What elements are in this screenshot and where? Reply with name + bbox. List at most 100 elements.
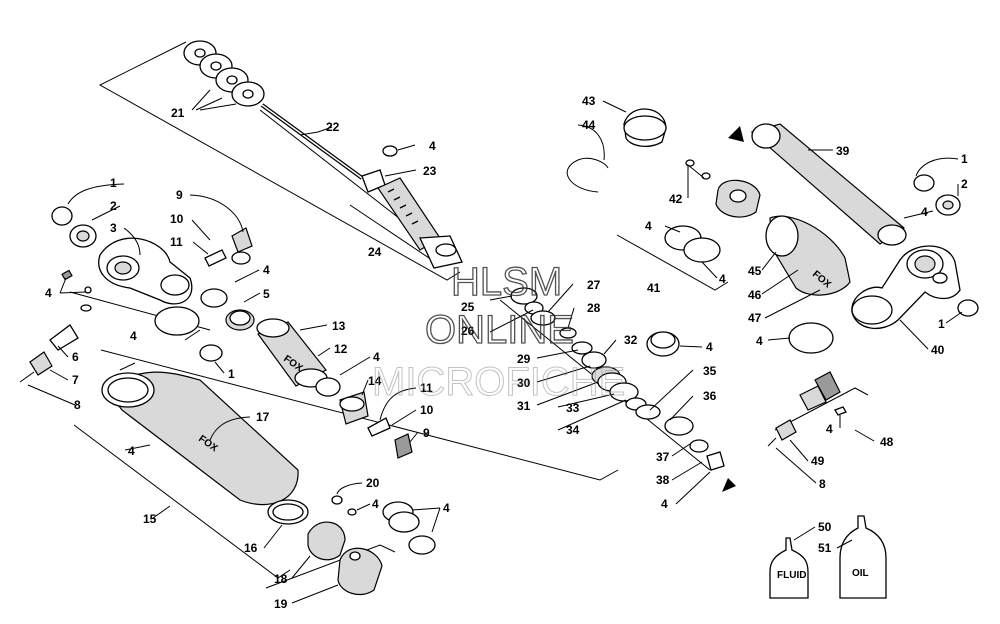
callout-5: 5: [263, 287, 270, 301]
callout-18: 18: [274, 572, 288, 586]
callout-23: 23: [423, 164, 437, 178]
callout-50: 50: [818, 520, 832, 534]
callout-20: 20: [366, 476, 380, 490]
callout-4: 4: [645, 219, 652, 233]
callout-12: 12: [334, 342, 348, 356]
part-39-tube: [750, 123, 907, 246]
callout-11: 11: [170, 235, 183, 249]
fluid-bottle-label: FLUID: [777, 570, 806, 581]
callout-7: 7: [72, 373, 79, 387]
callout-28: 28: [587, 301, 601, 315]
parts-9-10-11-valve: [204, 227, 253, 267]
callout-1: 1: [228, 367, 235, 381]
part-20-screw: [331, 495, 357, 516]
callout-9: 9: [176, 188, 183, 202]
callout-40: 40: [931, 343, 945, 357]
part-19-cap: [337, 547, 383, 595]
part-43-cap: [623, 108, 667, 148]
parts-42-valve: [685, 159, 711, 180]
watermark: HLSM ONLINE MICROFICHE: [372, 259, 626, 404]
part-48-valve: [767, 371, 847, 447]
callout-4: 4: [706, 340, 713, 354]
arrow-top-right: [728, 126, 744, 142]
callout-45: 45: [748, 264, 762, 278]
callout-42: 42: [669, 192, 683, 206]
callout-22: 22: [326, 120, 340, 134]
callout-33: 33: [566, 401, 580, 415]
callout-10: 10: [420, 403, 434, 417]
part-21-washers: [183, 40, 265, 107]
part-44-snap-ring: [566, 157, 609, 193]
callout-4: 4: [921, 205, 928, 219]
part-3-eyelet: [51, 206, 193, 305]
part-51-oil-bottle: OIL: [839, 515, 887, 599]
callout-32: 32: [624, 333, 638, 347]
part-22-rod: [260, 103, 364, 180]
callout-34: 34: [566, 423, 580, 437]
part-50-fluid-bottle: FLUID: [769, 537, 809, 599]
callout-43: 43: [582, 94, 596, 108]
callout-37: 37: [656, 450, 670, 464]
callout-1: 1: [938, 317, 945, 331]
callout-47: 47: [748, 311, 762, 325]
callout-4: 4: [373, 350, 380, 364]
callout-25: 25: [461, 300, 475, 314]
callout-4: 4: [372, 497, 379, 511]
part-16-ring: [267, 499, 309, 525]
callout-3: 3: [110, 221, 117, 235]
part-18-bumper: [307, 521, 346, 561]
callout-4: 4: [130, 329, 137, 343]
callout-21: 21: [171, 106, 185, 120]
callout-13: 13: [332, 319, 346, 333]
callout-4: 4: [128, 444, 135, 458]
callout-4: 4: [443, 501, 450, 515]
callout-15: 15: [143, 512, 157, 526]
parts-1-4-orings-left: [154, 306, 341, 397]
callout-46: 46: [748, 288, 762, 302]
watermark-line-3: MICROFICHE: [372, 360, 625, 404]
callout-2: 2: [110, 199, 117, 213]
callout-38: 38: [656, 473, 670, 487]
callout-14: 14: [368, 374, 382, 388]
parts-9-10-11-lower: [367, 417, 413, 459]
callout-35: 35: [703, 364, 717, 378]
arrow-bottom: [722, 478, 736, 492]
callout-11: 11: [420, 381, 433, 395]
leader-lines: [27, 89, 963, 604]
callout-4: 4: [756, 334, 763, 348]
callout-39: 39: [836, 144, 850, 158]
oil-bottle-label: OIL: [852, 568, 869, 579]
part-5-collar: [200, 288, 255, 331]
part-13-reservoir: FOX: [256, 318, 328, 388]
callout-19: 19: [274, 597, 288, 611]
callout-1: 1: [110, 176, 117, 190]
callout-30: 30: [517, 376, 531, 390]
callout-4: 4: [263, 263, 270, 277]
callout-41: 41: [647, 281, 661, 295]
callout-16: 16: [244, 541, 258, 555]
callout-31: 31: [517, 399, 531, 413]
watermark-line-1: HLSM: [451, 260, 562, 304]
callout-51: 51: [818, 541, 832, 555]
watermark-line-2: ONLINE: [425, 308, 574, 352]
parts-1-2-right: [788, 174, 979, 354]
callout-17: 17: [256, 410, 270, 424]
part-32-piston-cap: [646, 331, 680, 357]
center-shim-stack: [510, 287, 725, 471]
callout-4: 4: [719, 272, 726, 286]
callout-8: 8: [819, 477, 826, 491]
callout-8: 8: [74, 398, 81, 412]
part-40-eyelet: [851, 245, 961, 330]
part-17-damper-body: FOX: [101, 371, 299, 506]
callout-6: 6: [72, 350, 79, 364]
callout-4: 4: [661, 497, 668, 511]
callout-2: 2: [961, 177, 968, 191]
callout-4: 4: [429, 139, 436, 153]
callout-44: 44: [582, 118, 596, 132]
callout-1: 1: [961, 152, 968, 166]
callout-4: 4: [826, 422, 833, 436]
parts-4-6-7-8-pin: [19, 269, 92, 383]
callout-29: 29: [517, 352, 531, 366]
